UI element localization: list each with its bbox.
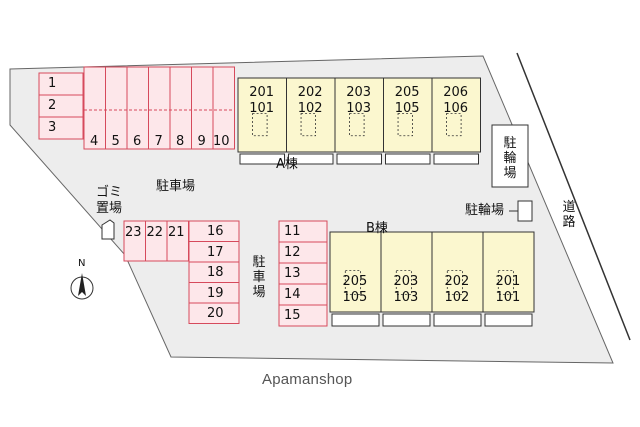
building_a-unit-upper-1: 202 [297, 85, 323, 100]
parking-stall-number-7: 7 [154, 134, 163, 149]
watermark: Apamanshop [262, 371, 353, 388]
building_a-unit-lower-3: 105 [394, 101, 420, 116]
parking-stall-10 [212, 66, 235, 150]
garbage-box-icon [101, 219, 115, 240]
parking-stalls [38, 66, 328, 327]
building_b-unit-upper-0: 205 [342, 274, 368, 289]
building_a-unit-upper-0: 201 [249, 85, 275, 100]
bicycle-rack-icon [517, 200, 533, 222]
building_a-unit-205 [383, 77, 433, 153]
building_b-unit-205 [329, 231, 382, 313]
parking-stall-number-15: 15 [284, 308, 301, 323]
building_b-balcony [331, 313, 380, 327]
parking-stall-number-16: 16 [207, 224, 224, 239]
parking-stall-number-19: 19 [207, 285, 224, 301]
building_a-balcony [288, 153, 334, 165]
garbage-area-label-line2: 置場 [96, 201, 123, 216]
building_b-unit-201 [482, 231, 535, 313]
parking-stall-number-23: 23 [125, 225, 142, 240]
garbage-area-label-line1: ゴミ [96, 185, 123, 200]
parking-stall-number-1: 1 [48, 76, 57, 91]
building_a-balcony [239, 153, 285, 165]
building_b-unit-upper-1: 203 [393, 274, 419, 289]
parking-stall-number-3: 3 [48, 120, 57, 135]
parking-stall-number-5: 5 [111, 134, 120, 149]
building_a-stair-outline [349, 113, 365, 137]
road-label: 道路 [562, 200, 576, 230]
building_b-balcony [433, 313, 482, 327]
building_a-balcony [336, 153, 382, 165]
building_a-unit-lower-2: 103 [346, 101, 372, 116]
building_b-unit-upper-2: 202 [444, 274, 470, 289]
parking-stall-number-9: 9 [197, 134, 206, 149]
building_b-unit-upper-3: 201 [495, 274, 521, 289]
building_a-unit-202 [286, 77, 336, 153]
parking-lot-label: 駐車場 [156, 179, 196, 194]
building_a-balcony [385, 153, 431, 165]
road-line [516, 52, 631, 341]
parking-stall-number-21: 21 [168, 225, 185, 240]
parking-stall-number-12: 12 [284, 245, 301, 260]
building_a-unit-206 [431, 77, 481, 153]
parking-stall-1 [38, 72, 84, 96]
building_b-unit-203 [380, 231, 433, 313]
parking-stall-number-14: 14 [284, 287, 301, 302]
parking-stall-20 [188, 302, 240, 324]
building_a-stair-outline [446, 113, 462, 137]
parking-stall-3 [38, 116, 84, 140]
building_a-unit-upper-4: 206 [443, 85, 469, 100]
building_b-unit-202 [431, 231, 484, 313]
building_a-unit-lower-1: 102 [297, 101, 323, 116]
building-b-label: B棟 [366, 221, 388, 236]
building_a-stair-outline [397, 113, 413, 137]
bike-rack-box-a [491, 124, 529, 188]
parking-stall-number-8: 8 [176, 134, 185, 149]
building-b [329, 231, 535, 327]
parking-stall-number-17: 17 [207, 244, 224, 260]
parking-stall-number-4: 4 [90, 134, 99, 149]
building_a-unit-upper-2: 203 [346, 85, 372, 100]
building-a-label: A棟 [276, 157, 298, 172]
parking-stall-2 [38, 94, 84, 118]
bike-parking-label: 駐輪場 [465, 203, 505, 218]
building_a-balcony [433, 153, 479, 165]
parking-stall-15 [278, 304, 328, 327]
building_a-stair-outline [300, 113, 316, 137]
building_b-unit-lower-0: 105 [342, 290, 368, 305]
building_a-unit-lower-0: 101 [249, 101, 275, 116]
building_b-unit-lower-1: 103 [393, 290, 419, 305]
parking-stall-number-18: 18 [207, 265, 224, 280]
parking-lot-vertical-label: 駐車場 [252, 255, 266, 300]
building_a-unit-203 [334, 77, 384, 153]
bike-parking-vertical-label: 駐輪場 [503, 136, 517, 181]
building_a-stair-outline [252, 113, 268, 137]
building_b-balcony [382, 313, 431, 327]
parking-stall-number-13: 13 [284, 266, 301, 281]
building_a-unit-lower-4: 106 [443, 101, 469, 116]
parking-stall-number-20: 20 [207, 306, 224, 321]
building_b-unit-lower-2: 102 [444, 290, 470, 305]
building_b-unit-lower-3: 101 [495, 290, 521, 305]
building_a-unit-upper-3: 205 [394, 85, 420, 100]
parking-stall-number-2: 2 [48, 98, 57, 113]
parking-stall-number-11: 11 [284, 224, 301, 239]
building-a [237, 77, 481, 165]
north-arrow-icon [70, 273, 94, 300]
parking-stall-number-6: 6 [133, 134, 142, 149]
compass-letter: N [78, 258, 86, 269]
parking-stall-number-22: 22 [146, 225, 164, 240]
building_a-unit-201 [237, 77, 287, 153]
building_b-balcony [484, 313, 533, 327]
parking-stall-number-10: 10 [213, 134, 230, 149]
